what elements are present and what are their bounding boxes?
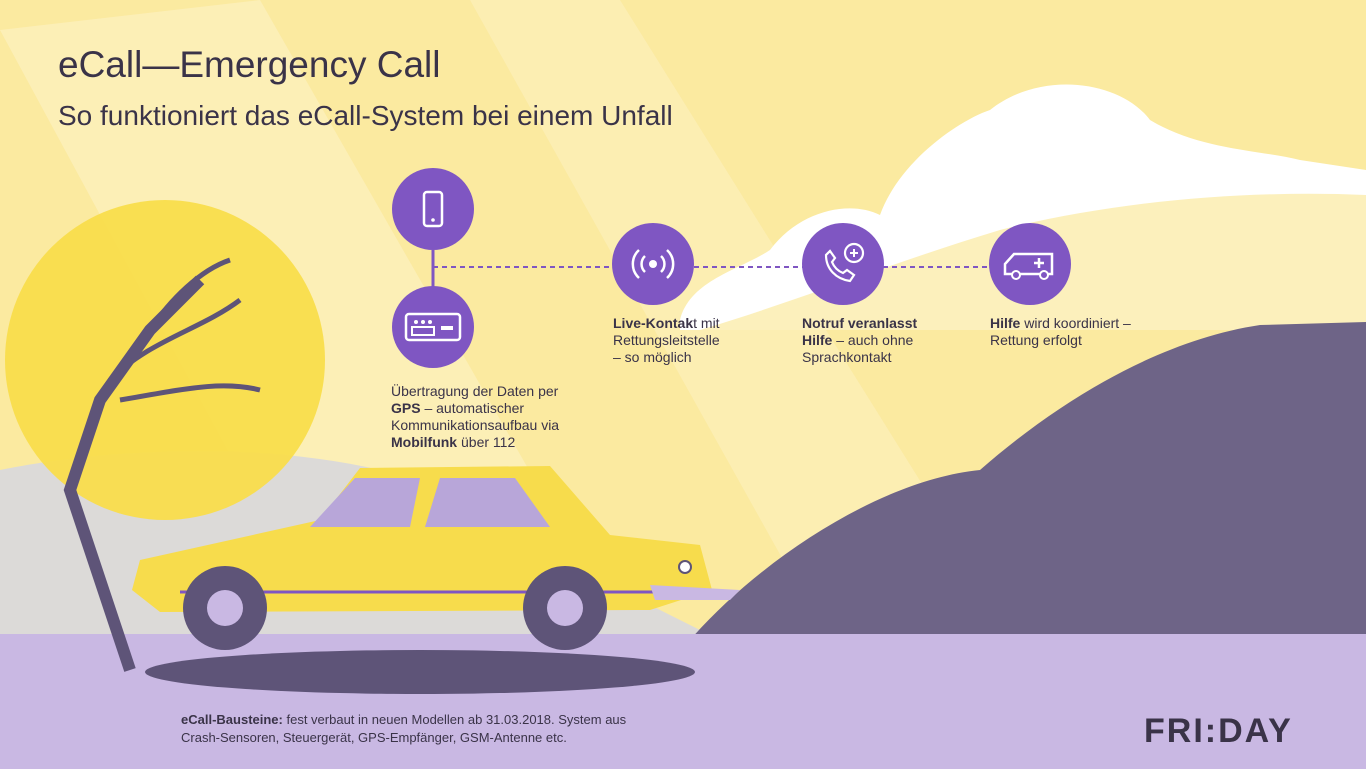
step-line: Übertragung der Daten per: [391, 383, 559, 400]
step-line: Kommunikationsaufbau via: [391, 417, 559, 434]
step-text: – auch ohne: [832, 332, 914, 348]
step-text: – so möglich: [613, 349, 692, 365]
step-text: – automatischer: [420, 400, 525, 416]
page-subtitle: So funktioniert das eCall-System bei ein…: [58, 100, 673, 131]
step-line: Live-Kontakt mit: [613, 315, 720, 332]
step-text-bold: GPS: [391, 400, 421, 416]
tree-trunk: [63, 275, 205, 672]
friday-logo: FRI:DAY: [1144, 712, 1293, 750]
step-line: Notruf veranlasst: [802, 315, 917, 332]
ecall-device-icon: [392, 286, 474, 368]
step-text: Übertragung der Daten per: [391, 383, 559, 399]
step-line: – so möglich: [613, 349, 720, 366]
ambulance-icon: [989, 223, 1071, 305]
phone-plus-icon: [802, 223, 884, 305]
tree-crown: [5, 200, 325, 520]
car: [132, 466, 740, 650]
step-text: t mit: [693, 315, 720, 331]
step-line: Sprachkontakt: [802, 349, 917, 366]
footer-text-2: Crash-Sensoren, Steuergerät, GPS-Empfäng…: [181, 730, 567, 745]
step-help-coordinated: Hilfe wird koordiniert –Rettung erfolgt: [990, 315, 1131, 349]
step-text: über 112: [457, 434, 516, 450]
step-line: Rettungsleitstelle: [613, 332, 720, 349]
step-text: Kommunikationsaufbau via: [391, 417, 560, 433]
step-text-bold: Hilfe: [802, 332, 833, 348]
step-text-bold: Notruf veranlasst: [802, 315, 918, 331]
page-title: eCall—Emergency Call: [58, 44, 441, 85]
step-text-bold: Live-Kontak: [613, 315, 694, 331]
step-line: Rettung erfolgt: [990, 332, 1131, 349]
step-text: wird koordiniert –: [1020, 315, 1131, 331]
step-line: GPS – automatischer: [391, 400, 559, 417]
step-text-bold: Mobilfunk: [391, 434, 458, 450]
step-line: Mobilfunk über 112: [391, 434, 559, 451]
footer-label: eCall-Bausteine:: [181, 712, 283, 727]
step-line: Hilfe wird koordiniert –: [990, 315, 1131, 332]
step-text: Rettungsleitstelle: [613, 332, 720, 348]
step-text: Rettung erfolgt: [990, 332, 1082, 348]
footer-note: eCall-Bausteine: fest verbaut in neuen M…: [181, 711, 626, 747]
step-line: Hilfe – auch ohne: [802, 332, 917, 349]
smartphone-icon: [392, 168, 474, 250]
step-text: Sprachkontakt: [802, 349, 892, 365]
step-text-bold: Hilfe: [990, 315, 1021, 331]
purple-hill: [690, 322, 1366, 640]
footer-text-1: fest verbaut in neuen Modellen ab 31.03.…: [282, 712, 627, 727]
broadcast-signal-icon: [612, 223, 694, 305]
car-shadow: [145, 650, 695, 694]
